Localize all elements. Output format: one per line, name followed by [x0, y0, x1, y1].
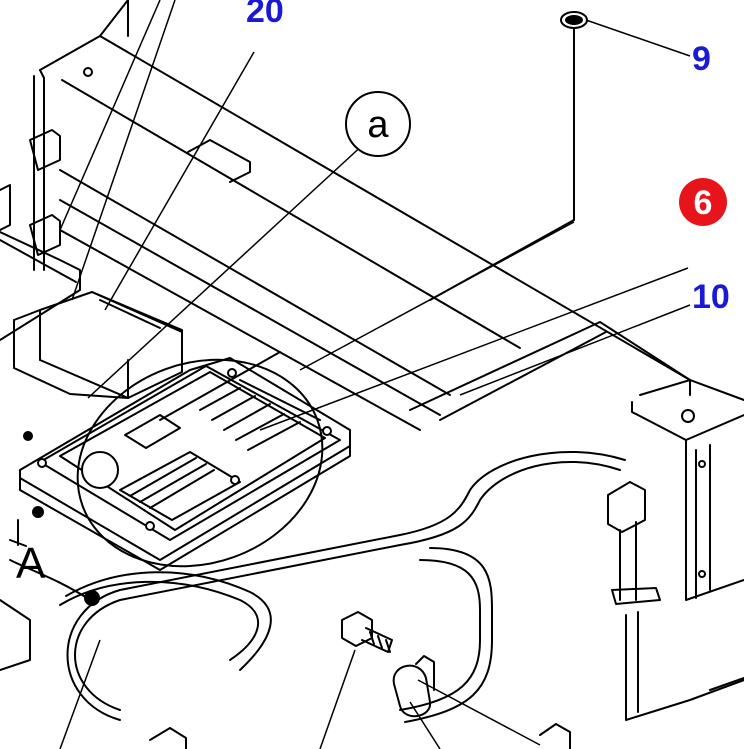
- callout-9: 9: [692, 40, 711, 78]
- leader-9: [585, 19, 691, 57]
- callout-10: 10: [692, 278, 730, 316]
- detail-a-label: a: [367, 104, 389, 146]
- detail-a-circle: [345, 91, 411, 157]
- highlight-circle: [679, 178, 727, 226]
- callout-20: 20: [246, 0, 284, 30]
- solid-fills: [23, 15, 583, 606]
- callout-6-badge: 6: [679, 178, 727, 226]
- callout-6: 6: [694, 184, 713, 222]
- bolt-heads: [37, 67, 706, 578]
- leader-lines: [59, 0, 691, 749]
- view-A-label: A: [16, 539, 46, 588]
- detail-a-marker: a: [345, 91, 411, 157]
